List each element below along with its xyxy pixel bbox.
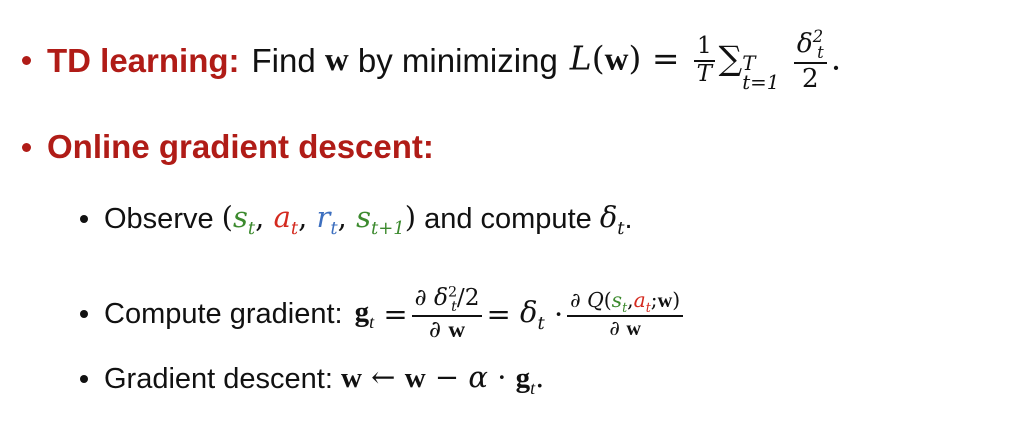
math-w: w [604,41,629,78]
state-st: st [233,200,256,239]
sq: 2 [812,27,824,46]
period: . [830,38,842,78]
delta-t: δt [520,295,545,334]
period: . [624,202,633,235]
observe-text: Observe [104,202,214,235]
equals: = [486,297,511,332]
g-t: gt [354,296,375,332]
comma: , [255,200,265,234]
transition-tuple: (st, at, rt, st+1) [222,200,416,239]
update-rule: w ← w − α · gt. [340,360,545,398]
paren: ) [628,38,642,78]
sub-t: t [817,43,824,63]
comma: , [298,200,308,234]
bullet-compute-gradient: Compute gradient: gt = ∂ δ2t/2∂ w = δt ·… [80,284,688,344]
bullet-dot [22,142,31,152]
delta-t: δt [599,200,625,239]
td-text: Find [251,41,316,79]
delta: δ [796,27,813,59]
td-learning-label: TD learning: [47,41,240,79]
action-at: at [273,200,299,239]
bullet-observe: Observe (st, at, rt, st+1) and compute δ… [80,200,633,239]
bullet-dot [80,215,88,224]
bullet-dot [80,310,88,319]
bullet-dot [80,375,88,384]
bullet-dot [22,56,31,66]
paren: ( [591,38,605,78]
sum-lower: t=1 [742,71,780,95]
ogd-label: Online gradient descent: [47,128,434,165]
observe-text2: and compute [424,202,592,235]
bullet-online-gradient-descent: Online gradient descent: [22,128,434,166]
bullet-gradient-descent: Gradient descent: w ← w − α · gt. [80,360,544,399]
state-st1: st+1 [356,200,405,239]
denominator: 2 [801,63,819,95]
math-w: w [324,42,349,79]
fraction-dloss-dw: ∂ δ2t/2∂ w [411,284,483,344]
bullet-td-learning: TD learning: Find w by minimizing L(w) =… [22,27,842,95]
sum-symbol: ∑ [718,38,743,78]
denominator: T [696,60,713,87]
td-text2: by minimizing [357,41,558,79]
equals: = [651,38,680,78]
reward-rt: rt [316,200,338,239]
comma: , [337,200,347,234]
descent-text: Gradient descent: [104,362,333,395]
gradient-formula: gt = ∂ δ2t/2∂ w = δt · ∂ Q(st,at;w)∂ w [354,284,688,344]
paren: ) [404,200,417,234]
dot: · [553,297,564,332]
numerator: 1 [693,33,715,62]
equals: = [383,297,408,332]
sum-upper: T [742,51,756,75]
compute-text: Compute gradient: [104,297,343,330]
math-L: L [569,38,592,78]
paren: ( [221,200,233,234]
fraction-dQ-dw: ∂ Q(st,at;w)∂ w [567,289,684,340]
